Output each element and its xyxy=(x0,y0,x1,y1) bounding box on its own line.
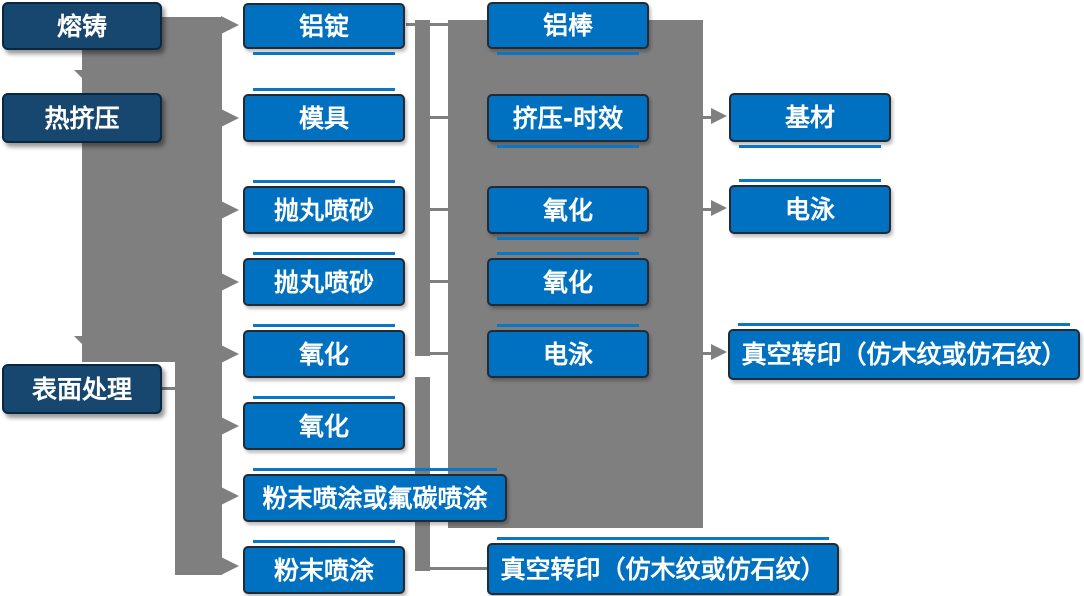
electrophoresis2-arrow-line xyxy=(703,208,713,211)
flow-arrowhead-shotblast2-icon xyxy=(221,273,239,291)
flow-arrowhead-ingot-icon xyxy=(221,16,239,34)
node-mold: 模具 xyxy=(243,88,405,142)
node-hot-extrusion: 热挤压 xyxy=(2,93,162,143)
node-oxidation-2: 氧化 xyxy=(243,396,405,450)
vacuum-right-arrowhead-icon xyxy=(711,344,727,360)
electrophoresis2-arrowhead-icon xyxy=(711,200,727,216)
base-material-arrowhead-icon xyxy=(711,108,727,124)
node-shot-blasting-2: 抛丸喷砂 xyxy=(243,252,405,306)
vacuum-bottom-connector-line xyxy=(430,567,487,570)
tie-line-row5 xyxy=(428,352,450,355)
trunk-band-narrow xyxy=(175,362,222,575)
node-extrusion-aging: 挤压-时效 xyxy=(487,94,649,148)
flow-arrowhead-oxidation2-icon xyxy=(221,417,239,435)
tie-line-row3 xyxy=(428,208,450,211)
node-electrophoresis-2: 电泳 xyxy=(729,179,891,234)
tie-line-row2 xyxy=(428,116,450,119)
collector-bar-upper xyxy=(415,20,430,356)
flow-arrowhead-oxidation1-icon xyxy=(221,345,239,363)
vacuum-right-arrow-line xyxy=(703,352,713,355)
base-material-arrow-line xyxy=(703,116,713,119)
flow-arrowhead-shotblast1-icon xyxy=(221,201,239,219)
node-oxidation-1: 氧化 xyxy=(243,324,405,378)
node-oxidation-4: 氧化 xyxy=(487,252,649,306)
tie-line-row1 xyxy=(406,23,450,26)
node-shot-blasting-1: 抛丸喷砂 xyxy=(243,180,405,234)
tie-line-row4 xyxy=(428,280,450,283)
flow-arrow-down-to-surface-treatment-icon xyxy=(74,336,106,352)
surface-treatment-connector-line xyxy=(159,387,179,390)
flow-arrowhead-powder-icon xyxy=(221,557,239,575)
trunk-band-wide xyxy=(82,17,222,362)
node-electrophoresis-1: 电泳 xyxy=(487,324,649,378)
node-oxidation-3: 氧化 xyxy=(487,186,649,240)
node-powder-coating: 粉末喷涂 xyxy=(243,540,405,594)
node-melting-casting: 熔铸 xyxy=(2,2,162,50)
node-powder-or-fluorocarbon-coating: 粉末喷涂或氟碳喷涂 xyxy=(243,468,507,522)
node-vacuum-transfer-print-right: 真空转印（仿木纹或仿石纹） xyxy=(728,323,1080,380)
flow-arrow-down-to-hot-extrusion-icon xyxy=(74,70,106,86)
node-aluminum-rod: 铝棒 xyxy=(487,2,649,55)
node-aluminum-ingot: 铝锭 xyxy=(243,3,405,55)
node-surface-treatment: 表面处理 xyxy=(2,364,162,414)
node-vacuum-transfer-print-bottom: 真空转印（仿木纹或仿石纹） xyxy=(487,537,839,595)
node-base-material: 基材 xyxy=(729,93,891,148)
flow-arrowhead-powder-fluoro-icon xyxy=(221,487,239,505)
flow-arrowhead-mold-icon xyxy=(221,109,239,127)
